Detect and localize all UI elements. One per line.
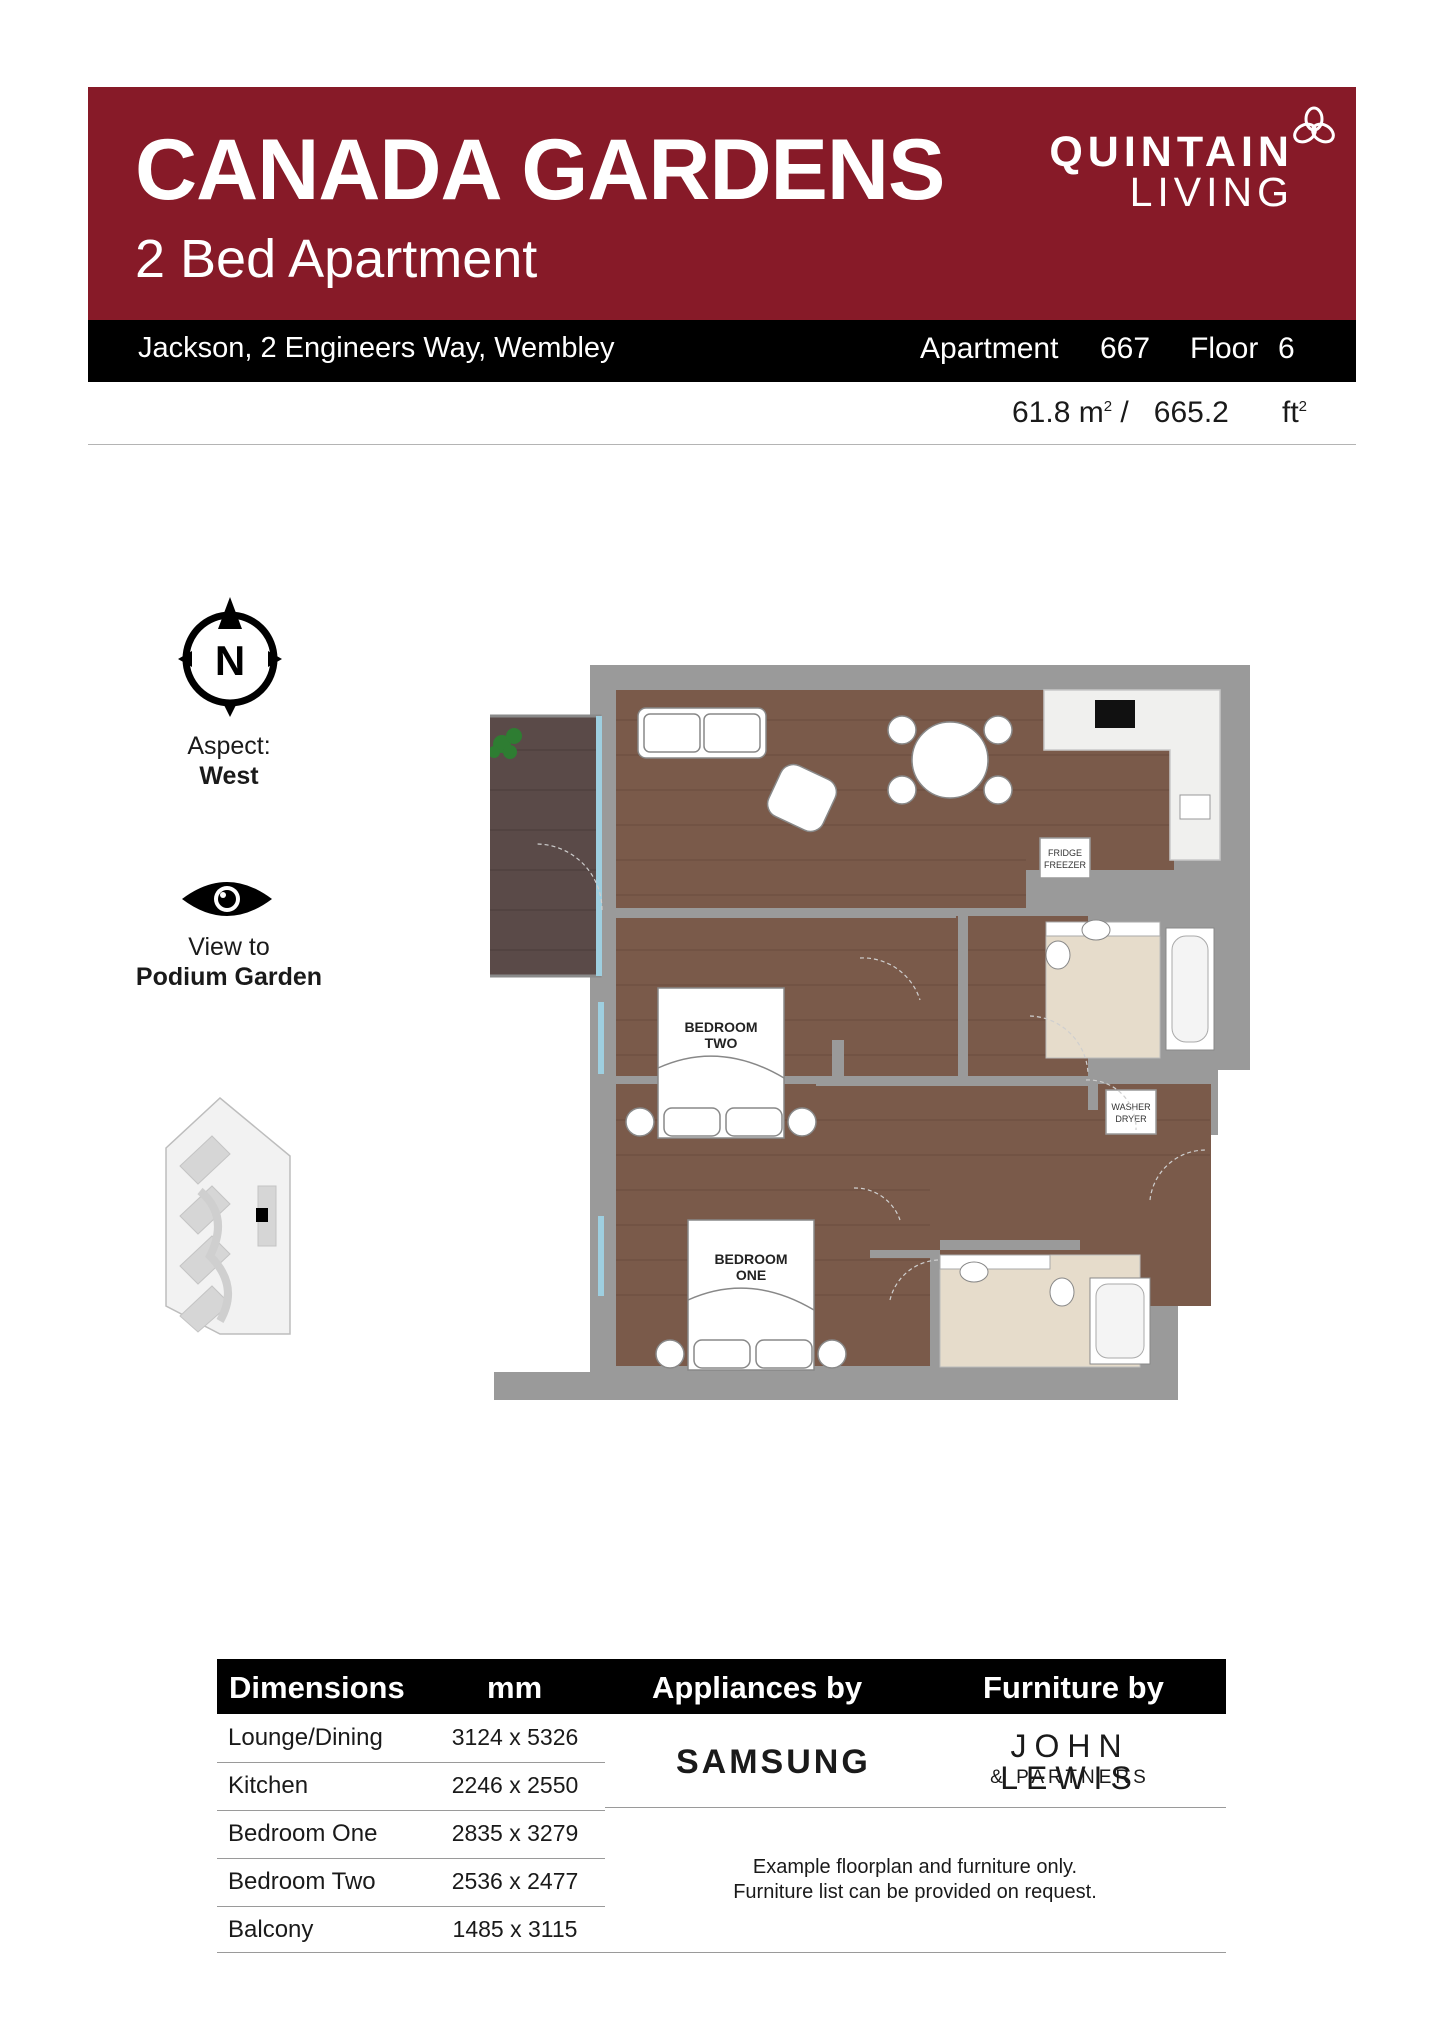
room-dimensions: 2835 x 3279 bbox=[451, 1820, 579, 1846]
fridge-label-2: FREEZER bbox=[1044, 860, 1087, 870]
area-sqm: 61.8 m2 / 665.2 bbox=[1012, 398, 1229, 428]
header-dimensions: Dimensions bbox=[229, 1670, 405, 1705]
aspect-value: West bbox=[199, 762, 259, 790]
area-sqft-unit: ft2 bbox=[1282, 398, 1307, 428]
area-sqft-unit-text: ft bbox=[1282, 396, 1299, 429]
room-dimensions: 2246 x 2550 bbox=[451, 1772, 579, 1798]
john-lewis-logo-subtitle: & PARTNERS bbox=[990, 1767, 1150, 1788]
area-sqft-exponent: 2 bbox=[1298, 398, 1308, 415]
apartment-label: Apartment bbox=[920, 332, 1059, 365]
john-lewis-logo: JOHN LEWIS bbox=[1000, 1728, 1140, 1796]
row-divider bbox=[217, 1810, 605, 1811]
area-sqft-value: 665.2 bbox=[1153, 396, 1229, 429]
compass-letter: N bbox=[215, 637, 245, 684]
fridge-freezer bbox=[1039, 837, 1091, 879]
building-key-plan bbox=[165, 1097, 291, 1335]
sofa bbox=[637, 707, 767, 759]
fridge-label-1: FRIDGE bbox=[1048, 848, 1082, 858]
header-mm: mm bbox=[487, 1670, 543, 1705]
quintain-logo-icon bbox=[1293, 106, 1335, 144]
room-dimensions: 1485 x 3115 bbox=[452, 1916, 578, 1942]
area-sqm-unit: m bbox=[1078, 396, 1104, 429]
header-furniture: Furniture by bbox=[983, 1670, 1164, 1705]
bathroom-main bbox=[1045, 919, 1215, 1059]
header-appliances: Appliances by bbox=[652, 1670, 863, 1705]
plant-icon bbox=[490, 728, 522, 759]
bedroom-one-label-1: BEDROOM bbox=[714, 1251, 787, 1267]
bed-two bbox=[625, 987, 817, 1139]
washer-dryer bbox=[1105, 1089, 1157, 1135]
balcony bbox=[490, 714, 602, 978]
floor-number: 6 bbox=[1278, 332, 1295, 365]
view-label: View to bbox=[188, 933, 270, 961]
room-label: Bedroom One bbox=[228, 1820, 378, 1847]
header-banner: CANADA GARDENS 2 Bed Apartment QUINTAIN … bbox=[88, 87, 1356, 320]
divider bbox=[88, 444, 1356, 445]
row-divider bbox=[217, 1906, 605, 1907]
area-separator: / bbox=[1120, 396, 1129, 429]
eye-icon bbox=[182, 882, 272, 916]
area-sqm-exponent: 2 bbox=[1103, 398, 1113, 415]
brand-name-line2: LIVING bbox=[1129, 169, 1294, 215]
address-text: Jackson, 2 Engineers Way, Wembley bbox=[138, 332, 615, 364]
info-bar: Jackson, 2 Engineers Way, Wembley Apartm… bbox=[88, 320, 1356, 382]
dining-table bbox=[887, 715, 1013, 805]
kitchen-counter bbox=[1043, 689, 1221, 861]
bedroom-one-label-2: ONE bbox=[736, 1267, 766, 1283]
table-header: Dimensions mm Appliances by Furniture by bbox=[217, 1659, 1226, 1714]
floor-label: Floor bbox=[1190, 332, 1259, 365]
brand-divider bbox=[605, 1807, 1226, 1808]
disclaimer-line2: Furniture list can be provided on reques… bbox=[733, 1881, 1097, 1903]
bedroom-two-label-2: TWO bbox=[705, 1035, 738, 1051]
key-plan-marker bbox=[256, 1208, 268, 1222]
row-divider bbox=[217, 1858, 605, 1859]
disclaimer-line1: Example floorplan and furniture only. bbox=[752, 1856, 1078, 1878]
washer-label-1: WASHER bbox=[1111, 1102, 1151, 1112]
room-label: Lounge/Dining bbox=[228, 1724, 383, 1751]
room-label: Kitchen bbox=[228, 1772, 309, 1799]
page-subtitle: 2 Bed Apartment bbox=[135, 229, 538, 289]
page-title: CANADA GARDENS bbox=[135, 122, 945, 218]
table-bottom-divider bbox=[217, 1952, 1226, 1953]
armchair bbox=[766, 763, 838, 833]
bed-one bbox=[655, 1219, 847, 1371]
floor-plan: FRIDGE FREEZER WASHER DRYER BEDROOM TWO bbox=[490, 665, 1250, 1400]
bathroom-ensuite bbox=[939, 1254, 1151, 1368]
samsung-logo: SAMSUNG bbox=[676, 1743, 871, 1781]
area-sqm-value: 61.8 bbox=[1012, 396, 1071, 429]
room-label: Balcony bbox=[228, 1916, 314, 1943]
aspect-label: Aspect: bbox=[187, 732, 271, 760]
compass-icon: N bbox=[178, 597, 282, 717]
brand-name-line1: QUINTAIN bbox=[1049, 128, 1294, 176]
apartment-number: 667 bbox=[1100, 332, 1151, 365]
washer-label-2: DRYER bbox=[1115, 1114, 1147, 1124]
view-value: Podium Garden bbox=[135, 963, 323, 991]
room-dimensions: 3124 x 5326 bbox=[451, 1724, 579, 1750]
room-dimensions: 2536 x 2477 bbox=[451, 1868, 579, 1894]
row-divider bbox=[217, 1762, 605, 1763]
bedroom-two-label-1: BEDROOM bbox=[684, 1019, 757, 1035]
room-label: Bedroom Two bbox=[228, 1868, 376, 1895]
